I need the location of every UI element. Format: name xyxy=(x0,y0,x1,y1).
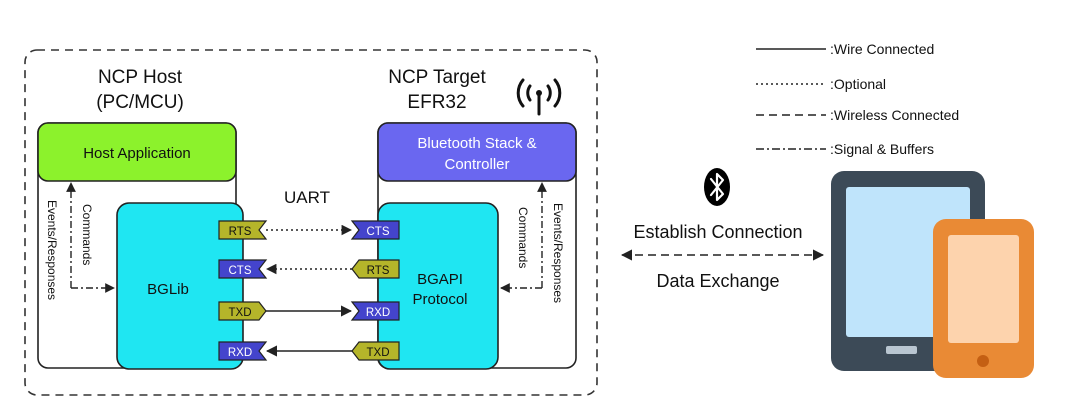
legend-label-signal: :Signal & Buffers xyxy=(830,141,934,157)
antenna-icon xyxy=(516,78,562,116)
host-title-line2: (PC/MCU) xyxy=(96,92,184,113)
host-pin-cts: CTS xyxy=(218,259,268,279)
target-pin-cts: CTS xyxy=(350,220,400,240)
target-title-line1: NCP Target xyxy=(388,67,486,88)
ncp-system-frame xyxy=(24,49,598,396)
legend-label-optional: :Optional xyxy=(830,76,886,92)
host-title-line1: NCP Host xyxy=(98,67,183,88)
svg-text:RTS: RTS xyxy=(367,265,390,277)
stack-label-line1: Bluetooth Stack & xyxy=(417,135,536,152)
legend: :Wire Connected :Optional :Wireless Conn… xyxy=(756,41,959,157)
uart-label: UART xyxy=(284,188,330,207)
data-exchange-label: Data Exchange xyxy=(656,271,779,291)
protocol-label-line2: Protocol xyxy=(412,291,467,308)
svg-text:CTS: CTS xyxy=(229,265,252,277)
bglib-label: BGLib xyxy=(147,281,189,298)
host-pin-txd: TXD xyxy=(218,301,267,321)
legend-label-wire: :Wire Connected xyxy=(830,41,934,57)
target-commands-label: Commands xyxy=(516,207,530,268)
bluetooth-icon xyxy=(704,168,730,206)
svg-text:TXD: TXD xyxy=(367,347,390,359)
target-pin-rxd: RXD xyxy=(350,301,400,321)
bluetooth-stack-box xyxy=(377,122,577,182)
host-application-label: Host Application xyxy=(83,145,191,162)
svg-text:RXD: RXD xyxy=(366,307,390,319)
establish-connection-label: Establish Connection xyxy=(633,222,802,242)
protocol-label-line1: BGAPI xyxy=(417,271,463,288)
host-application-box xyxy=(37,122,237,182)
host-events-label: Events/Responses xyxy=(45,200,59,300)
target-pin-txd: TXD xyxy=(351,341,400,361)
host-pin-rxd: RXD xyxy=(218,341,268,361)
target-pin-rts: RTS xyxy=(351,259,400,279)
stack-label-line2: Controller xyxy=(444,156,509,173)
legend-label-wireless: :Wireless Connected xyxy=(830,107,959,123)
svg-text:CTS: CTS xyxy=(367,226,390,238)
host-commands-label: Commands xyxy=(80,204,94,265)
bglib-box xyxy=(116,202,244,370)
svg-text:RTS: RTS xyxy=(229,226,252,238)
svg-text:TXD: TXD xyxy=(229,307,252,319)
phone-icon xyxy=(933,219,1034,378)
host-pin-rts: RTS xyxy=(218,220,268,240)
target-events-label: Events/Responses xyxy=(551,203,565,303)
target-title-line2: EFR32 xyxy=(407,92,466,113)
svg-text:RXD: RXD xyxy=(228,347,252,359)
bgapi-protocol-box xyxy=(377,202,499,370)
